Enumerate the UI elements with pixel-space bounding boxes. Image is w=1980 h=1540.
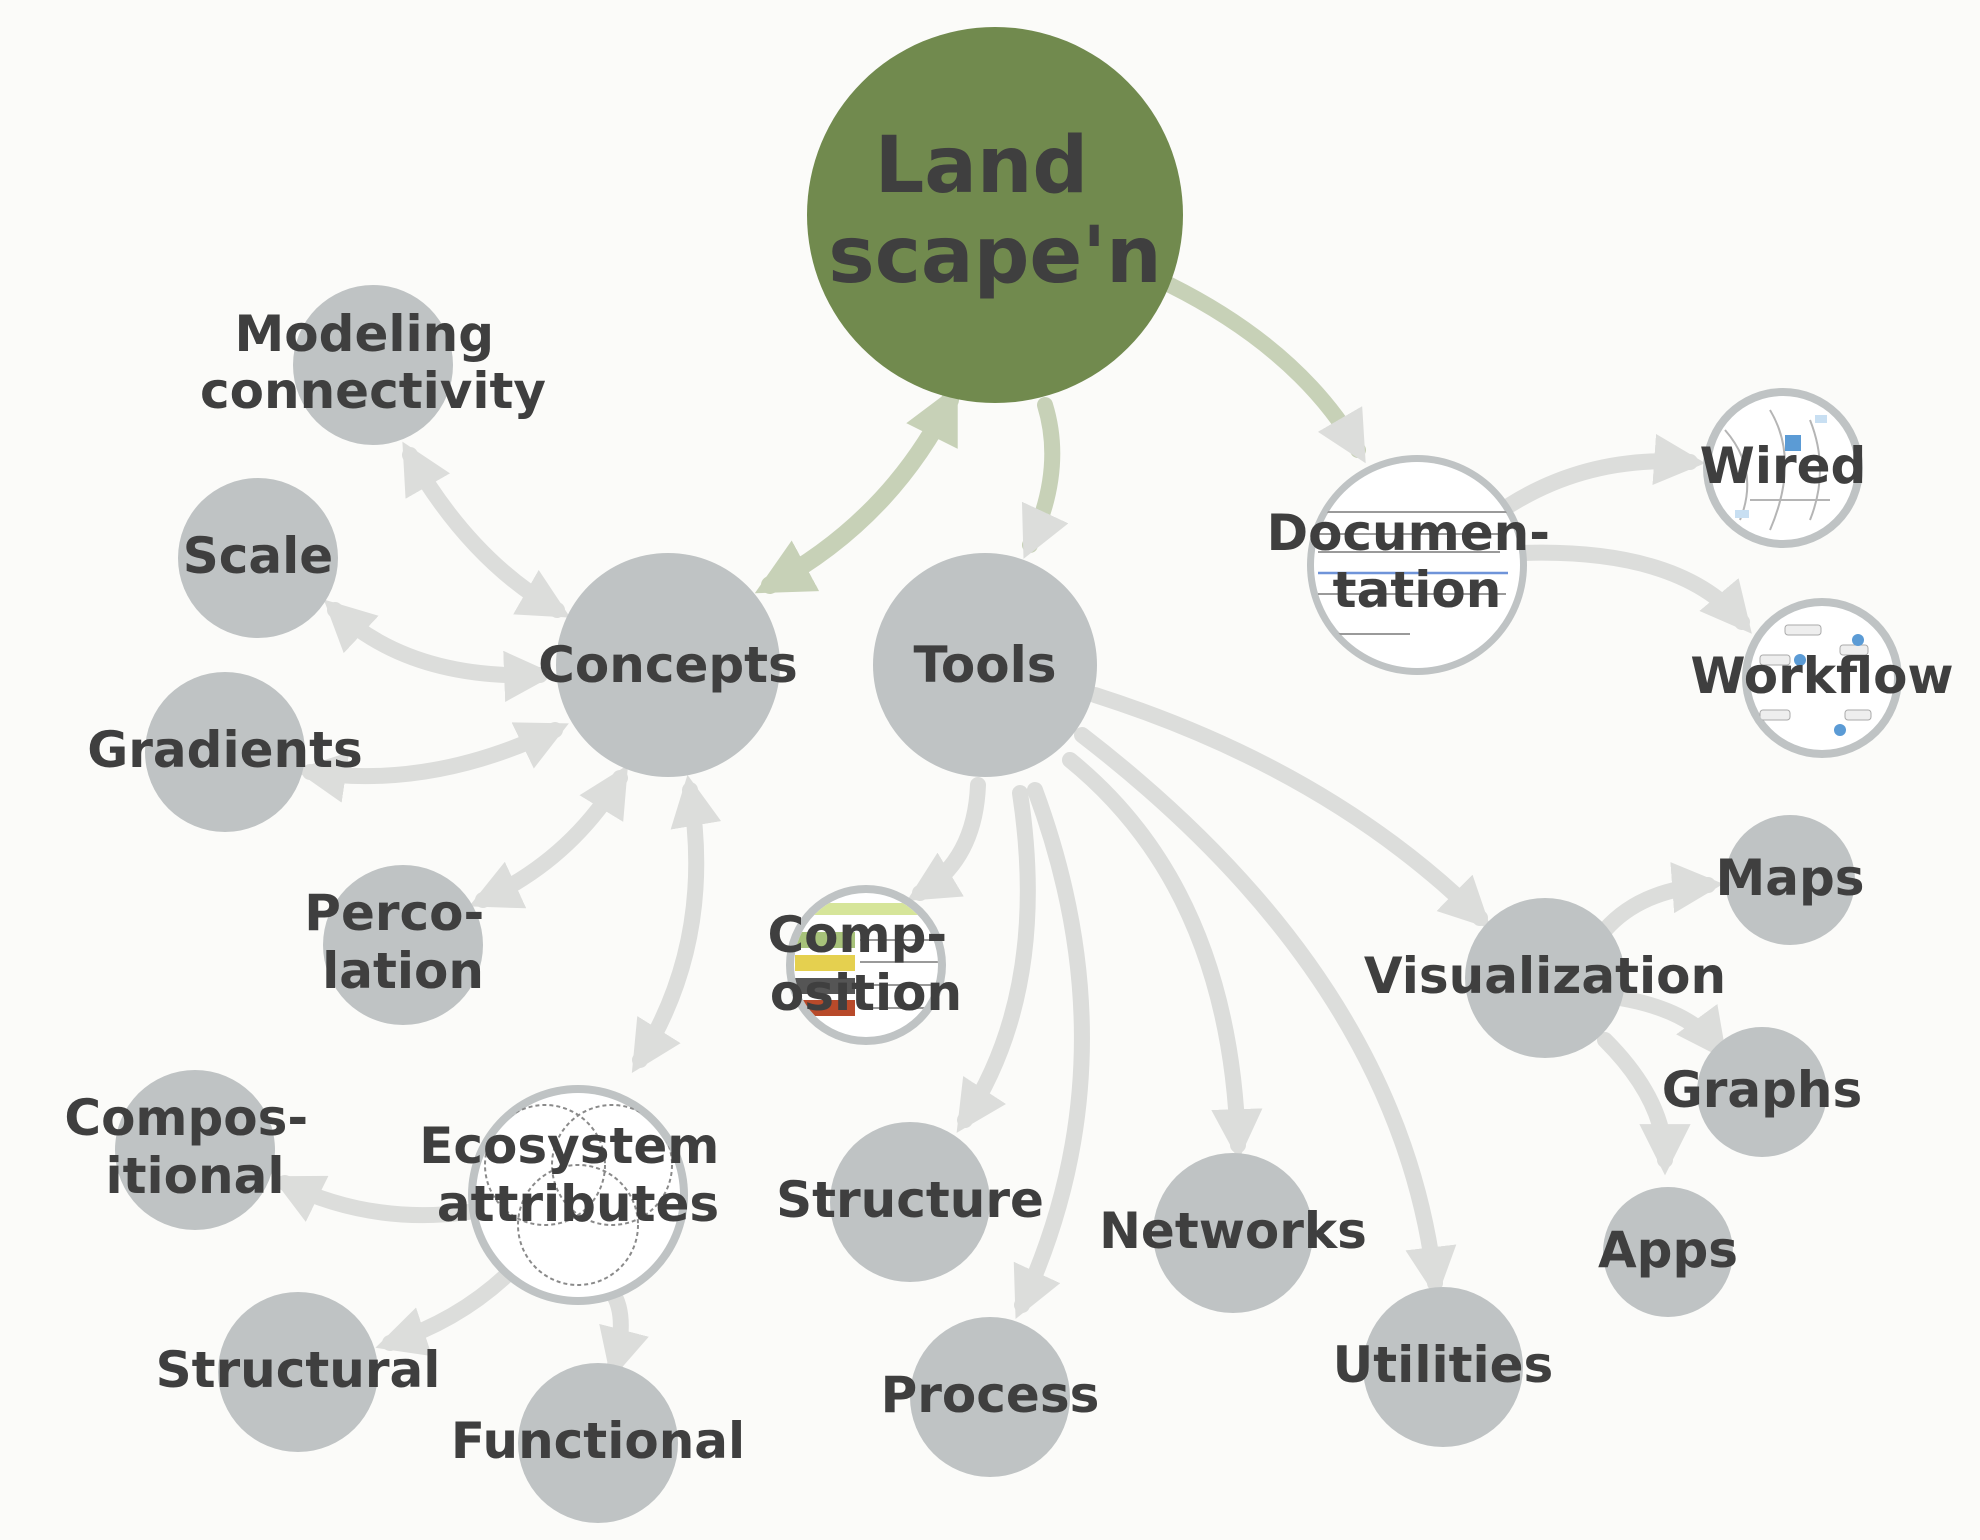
scale-node[interactable]: Scale xyxy=(178,478,338,638)
process-node[interactable]: Process xyxy=(881,1317,1100,1477)
apps-label: Apps xyxy=(1598,1221,1738,1279)
edge-root-concepts xyxy=(770,400,950,585)
gradients-node[interactable]: Gradients xyxy=(87,672,363,832)
edge-concepts-modeling xyxy=(410,455,557,610)
structure-label: Structure xyxy=(776,1171,1044,1229)
maps-label: Maps xyxy=(1715,849,1864,907)
modeling-connectivity-label: Modeling connectivity xyxy=(200,305,546,420)
wired-node[interactable]: Wired xyxy=(1700,388,1867,548)
edge-doc-workflow xyxy=(1522,553,1742,622)
percolation-label: Perco- lation xyxy=(304,884,501,1000)
workflow-label: Workflow xyxy=(1690,647,1953,705)
networks-label: Networks xyxy=(1099,1202,1367,1260)
graphs-label: Graphs xyxy=(1662,1061,1863,1119)
gradients-label: Gradients xyxy=(87,721,363,779)
structural-node[interactable]: Structural xyxy=(156,1292,441,1452)
structure-node[interactable]: Structure xyxy=(776,1122,1044,1282)
tools-label: Tools xyxy=(913,636,1056,694)
root-node[interactable]: Land scape'n xyxy=(807,27,1183,403)
networks-node[interactable]: Networks xyxy=(1099,1153,1367,1313)
composition-label: Comp- osition xyxy=(767,906,964,1022)
edge-doc-wired xyxy=(1510,461,1690,505)
structural-label: Structural xyxy=(156,1341,441,1399)
concepts-node[interactable]: Concepts xyxy=(538,553,798,777)
edge-concepts-scale xyxy=(335,610,540,675)
edge-root-tools xyxy=(1030,405,1052,545)
modeling-connectivity-node[interactable]: Modeling connectivity xyxy=(200,285,546,445)
root-label: Land scape'n xyxy=(828,121,1161,301)
edge-tools-visualization xyxy=(1095,695,1480,918)
edge-concepts-percolation xyxy=(483,778,620,900)
edge-concepts-ecosystem xyxy=(640,790,696,1060)
compositional-node[interactable]: Compos- itional xyxy=(64,1070,325,1230)
wired-label: Wired xyxy=(1700,437,1867,495)
functional-node[interactable]: Functional xyxy=(451,1363,745,1523)
apps-node[interactable]: Apps xyxy=(1598,1187,1738,1317)
ecosystem-attributes-node[interactable]: Ecosystem attributes xyxy=(419,1085,737,1305)
edge-root-documentation xyxy=(1170,285,1358,450)
visualization-label: Visualization xyxy=(1364,947,1726,1005)
graphs-node[interactable]: Graphs xyxy=(1662,1027,1863,1157)
percolation-node[interactable]: Perco- lation xyxy=(304,865,501,1025)
visualization-node[interactable]: Visualization xyxy=(1364,898,1726,1058)
workflow-node[interactable]: Workflow xyxy=(1690,598,1953,758)
nodes: Land scape'n Concepts Tools xyxy=(64,27,1953,1523)
utilities-label: Utilities xyxy=(1333,1336,1554,1394)
ecosystem-attributes-label: Ecosystem attributes xyxy=(419,1117,737,1233)
utilities-node[interactable]: Utilities xyxy=(1333,1287,1554,1447)
tools-node[interactable]: Tools xyxy=(873,553,1097,777)
process-label: Process xyxy=(881,1366,1100,1424)
edge-vis-apps xyxy=(1605,1040,1665,1160)
edge-vis-graphs xyxy=(1620,998,1718,1048)
edge-tools-networks xyxy=(1070,760,1238,1145)
edge-eco-functional xyxy=(612,1292,621,1365)
maps-node[interactable]: Maps xyxy=(1715,815,1864,945)
edge-eco-structural xyxy=(390,1272,510,1343)
edge-tools-composition xyxy=(920,785,978,893)
functional-label: Functional xyxy=(451,1412,745,1470)
concepts-label: Concepts xyxy=(538,636,798,694)
scale-label: Scale xyxy=(183,527,333,585)
documentation-label: Documen- tation xyxy=(1267,504,1568,619)
documentation-node[interactable]: Documen- tation xyxy=(1267,455,1568,675)
edge-vis-maps xyxy=(1605,885,1708,930)
composition-node[interactable]: Comp- osition xyxy=(767,885,964,1045)
